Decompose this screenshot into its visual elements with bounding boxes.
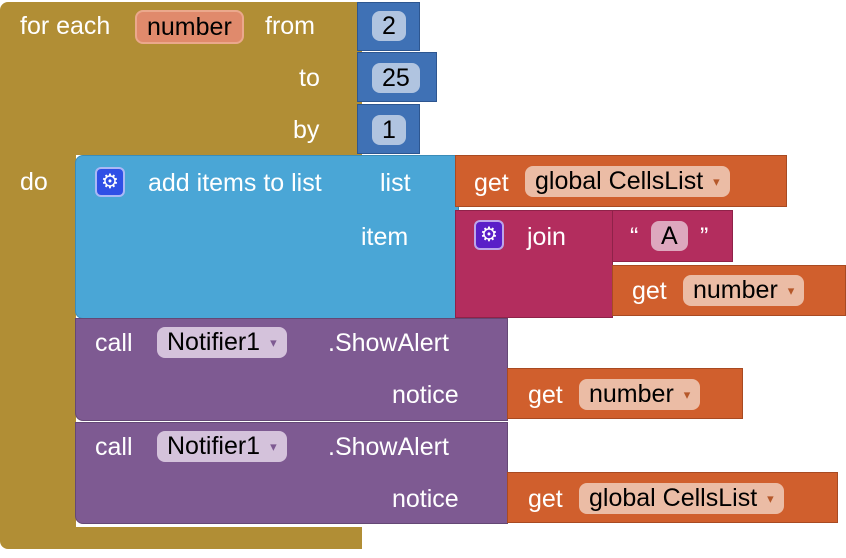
by-label: by xyxy=(293,116,320,144)
call-showalert-block[interactable] xyxy=(75,318,508,421)
dropdown-arrow-icon: ▾ xyxy=(270,439,277,455)
variable-name: global CellsList xyxy=(535,167,704,195)
component-name: Notifier1 xyxy=(167,328,261,356)
add-items-to-list-block[interactable] xyxy=(75,155,459,319)
add-items-label: add items to list xyxy=(148,169,322,197)
do-label: do xyxy=(20,168,48,196)
call-label: call xyxy=(95,329,133,357)
item-label: item xyxy=(361,223,409,251)
loop-variable-field[interactable]: number xyxy=(135,10,244,44)
get-label: get xyxy=(528,381,563,409)
component-name: Notifier1 xyxy=(167,432,261,460)
dropdown-arrow-icon: ▾ xyxy=(683,387,691,403)
dropdown-arrow-icon: ▾ xyxy=(767,491,774,507)
variable-name: number xyxy=(693,276,778,304)
for-each-bottom xyxy=(0,527,362,549)
from-label: from xyxy=(265,12,315,40)
method-label: .ShowAlert xyxy=(328,433,449,461)
for-each-do-column xyxy=(0,150,76,545)
open-quote: “ xyxy=(630,223,639,251)
call-label: call xyxy=(95,433,133,461)
variable-name: global CellsList xyxy=(589,484,758,512)
list-label: list xyxy=(380,169,411,197)
component-dropdown[interactable]: Notifier1 ▾ xyxy=(157,431,287,463)
by-value[interactable]: 1 xyxy=(372,115,406,145)
get-label: get xyxy=(474,169,509,197)
component-dropdown[interactable]: Notifier1 ▾ xyxy=(157,327,287,359)
get-label: get xyxy=(632,277,667,305)
close-quote: ” xyxy=(700,223,709,251)
dropdown-arrow-icon: ▾ xyxy=(270,335,277,351)
call-showalert-block[interactable] xyxy=(75,422,508,524)
dropdown-arrow-icon: ▾ xyxy=(713,174,720,190)
join-label: join xyxy=(527,223,566,251)
variable-dropdown[interactable]: number ▾ xyxy=(579,379,701,411)
method-label: .ShowAlert xyxy=(328,329,449,357)
to-value[interactable]: 25 xyxy=(372,63,420,93)
variable-name: number xyxy=(589,380,674,408)
for-each-label: for each xyxy=(20,12,111,40)
get-label: get xyxy=(528,485,563,513)
from-value[interactable]: 2 xyxy=(372,11,406,41)
variable-dropdown[interactable]: number ▾ xyxy=(683,275,805,307)
dropdown-arrow-icon: ▾ xyxy=(787,283,795,299)
text-value[interactable]: A xyxy=(651,221,688,251)
to-label: to xyxy=(299,64,320,92)
variable-dropdown[interactable]: global CellsList ▾ xyxy=(579,483,784,515)
variable-dropdown[interactable]: global CellsList ▾ xyxy=(525,166,730,198)
notice-label: notice xyxy=(392,485,459,513)
notice-label: notice xyxy=(392,381,459,409)
gear-icon[interactable]: ⚙ xyxy=(474,220,504,250)
gear-icon[interactable]: ⚙ xyxy=(95,167,125,197)
